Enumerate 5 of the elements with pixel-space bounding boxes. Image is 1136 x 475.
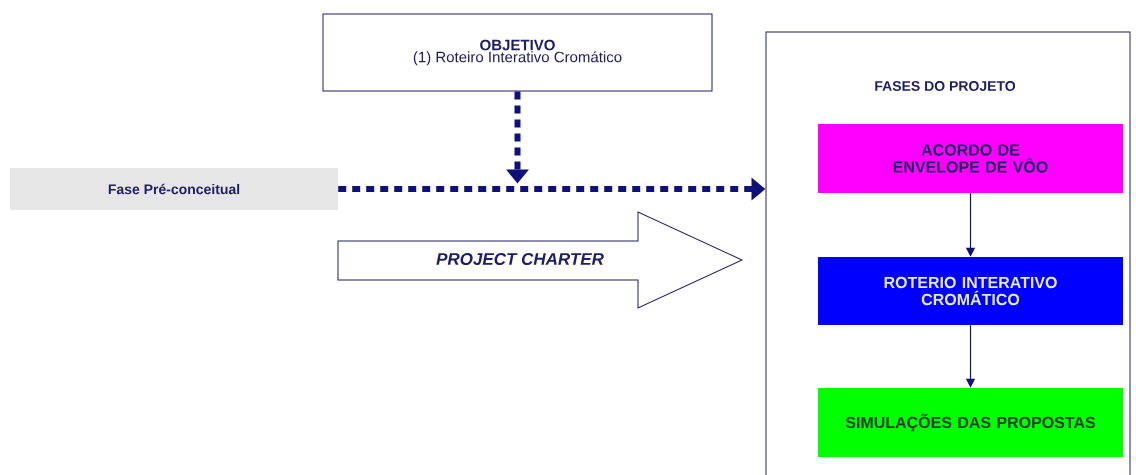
objective-box: OBJETIVO (1) Roteiro Interativo Cromático — [322, 13, 713, 92]
phase-box: ACORDO DE ENVELOPE DE VÔO — [818, 124, 1123, 193]
phase-box: ROTERIO INTERATIVO CROMÁTICO — [818, 257, 1123, 325]
phase-box: SIMULAÇÕES DAS PROPOSTAS — [818, 388, 1123, 457]
phase-band: Fase Pré-conceitual — [10, 168, 338, 210]
